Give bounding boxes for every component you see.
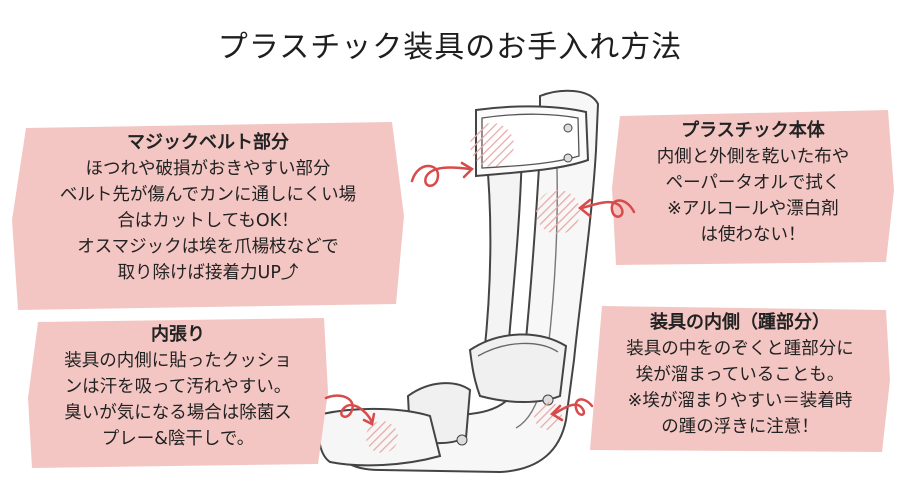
page-title: プラスチック装具のお手入れ方法 (217, 30, 683, 65)
magic-belt-line: 合はカットしてもOK！ (117, 211, 299, 231)
magic-belt-line: 取り除けば接着力UP⤴ (117, 263, 299, 283)
magic-belt-line: ベルト先が傷んでカンに通しにくい場 (59, 185, 357, 205)
inner-padding-arrow (324, 394, 376, 426)
magic-belt-heading: マジックベルト部分 (127, 132, 289, 153)
magic-belt-panel: マジックベルト部分 ほつれや破損がおきやすい部分 ベルト先が傷んでカンに通しにく… (12, 120, 404, 310)
inner-padding-heading: 内張り (151, 324, 205, 345)
plastic-body-line: 内側と外側を乾いた布や (656, 147, 850, 167)
inner-padding-line: プレー&陰干しで。 (101, 429, 255, 449)
plastic-body-line: ※アルコールや漂白剤 (667, 199, 839, 219)
inner-padding-line: 臭いが気になる場合は除菌ス (64, 403, 292, 423)
inner-padding-line: ンは汗を吸って汚れやすい。 (64, 377, 292, 397)
magic-belt-arrow (410, 161, 475, 187)
inner-heel-heading: 装具の内側（踵部分） (650, 312, 830, 333)
plastic-body-line: は使わない！ (700, 225, 806, 245)
ankle-strap (468, 333, 568, 403)
plastic-body-heading: プラスチック本体 (681, 120, 825, 141)
front-strut (482, 149, 524, 358)
inner-heel-line: 埃が溜まっていることも。 (635, 365, 845, 385)
inner-heel-line: 装具の中をのぞくと踵部分に (626, 339, 854, 359)
plastic-body-arrow (577, 198, 636, 218)
plastic-body-line: ペーパータオルで拭く (665, 173, 841, 193)
inner-heel-line: の踵の浮きに注意！ (661, 417, 819, 437)
inner-padding-panel: 内張り 装具の内側に貼ったクッショ ンは汗を吸って汚れやすい。 臭いが気になる場… (28, 318, 328, 468)
inner-heel-line: ※埃が溜まりやすい＝装着時 (627, 391, 853, 411)
inner-heel-panel: 装具の内側（踵部分） 装具の中をのぞくと踵部分に 埃が溜まっていることも。 ※埃… (590, 304, 890, 454)
inner-heel-arrow (549, 398, 594, 422)
plastic-body-panel: プラスチック本体 内側と外側を乾いた布や ペーパータオルで拭く ※アルコールや漂… (612, 110, 894, 265)
inner-padding-line: 装具の内側に貼ったクッショ (64, 351, 292, 371)
magic-belt-line: オスマジックは埃を爪楊枝などで (77, 237, 339, 257)
magic-belt-line: ほつれや破損がおきやすい部分 (85, 159, 331, 179)
